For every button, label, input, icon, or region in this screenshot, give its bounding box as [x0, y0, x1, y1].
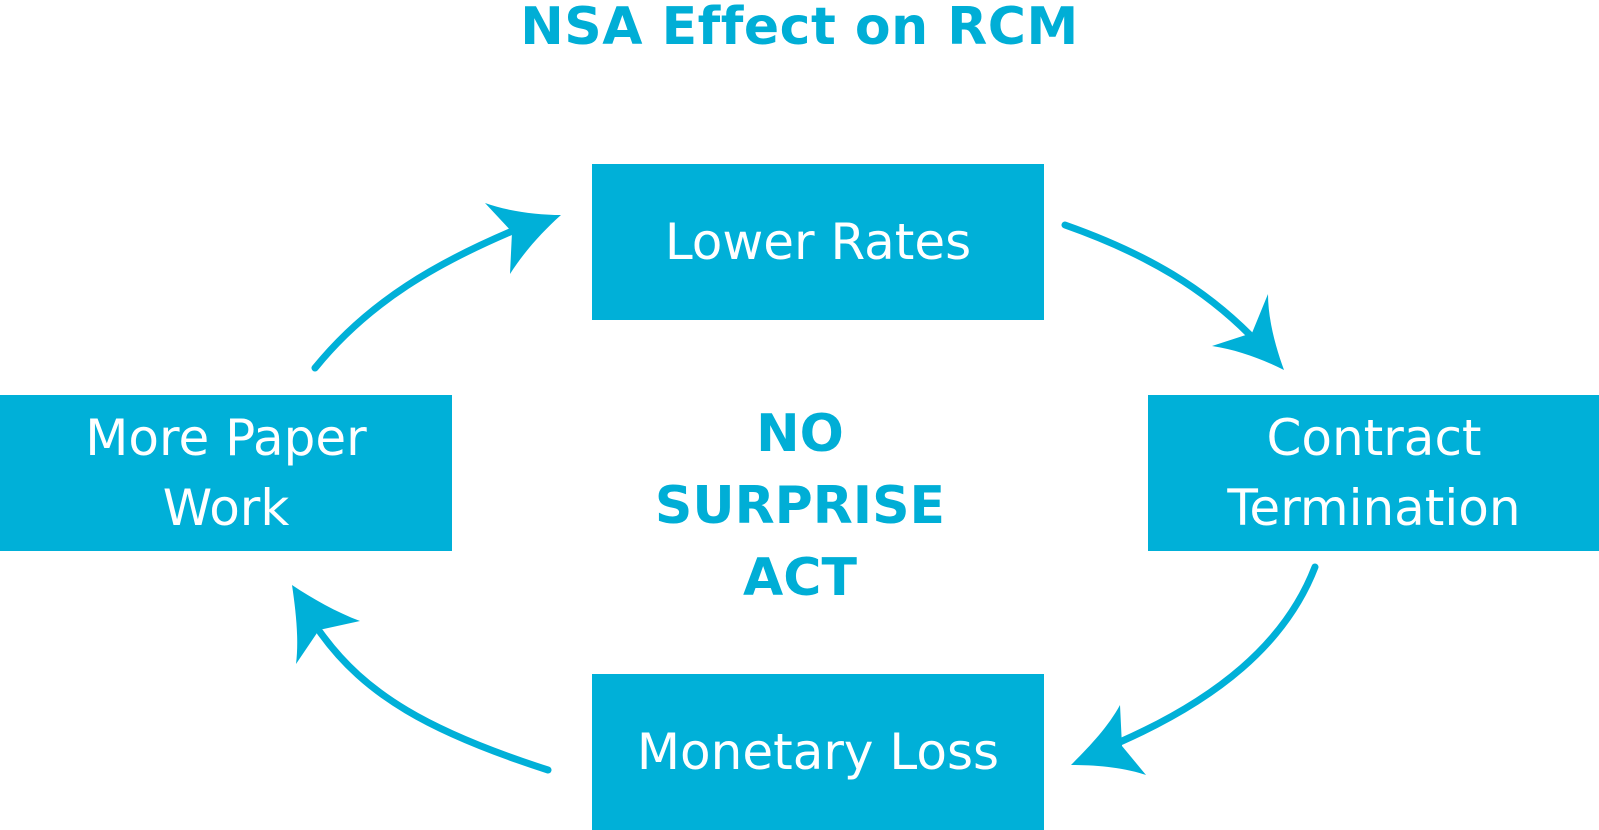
center-label-line-3: ACT [743, 548, 857, 608]
arrowhead-top [485, 203, 561, 274]
arrow-left-to-top [311, 228, 514, 372]
diagram-title: NSA Effect on RCM [520, 0, 1079, 57]
node-label-line-2: Work [162, 479, 290, 537]
node-label: Monetary Loss [636, 723, 1000, 781]
arrow-bottom-to-left [316, 628, 552, 774]
center-label-line-1: NO [756, 404, 844, 464]
node-lower-rates: Lower Rates [592, 164, 1044, 320]
center-label: NO SURPRISE ACT [600, 398, 1000, 614]
arrowhead-bottom [1071, 705, 1146, 775]
arrowhead-right [1212, 294, 1284, 370]
node-contract-termination: Contract Termination [1148, 395, 1599, 551]
arrow-top-to-right [1061, 221, 1254, 339]
arrow-right-to-bottom [1116, 563, 1319, 746]
node-label: Lower Rates [664, 213, 972, 271]
node-label-line-1: More Paper [85, 409, 367, 467]
node-monetary-loss: Monetary Loss [592, 674, 1044, 830]
node-more-paper-work: More Paper Work [0, 395, 452, 551]
node-label-line-2: Termination [1227, 479, 1521, 537]
node-label-line-1: Contract [1266, 409, 1482, 467]
center-label-line-2: SURPRISE [654, 476, 946, 536]
arrowhead-left [292, 585, 360, 664]
